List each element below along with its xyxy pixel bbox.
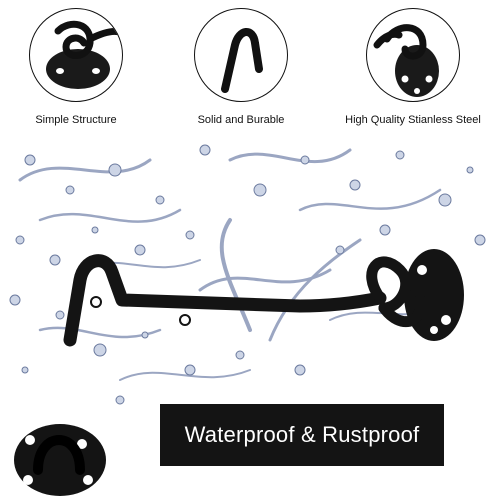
feature-caption: Simple Structure — [35, 114, 117, 126]
feature-image-circle — [366, 8, 460, 102]
water-droplets — [9, 144, 486, 414]
feature-caption: Solid and Burable — [197, 114, 285, 126]
hook-screw-icon — [90, 296, 102, 308]
feature-high-quality-steel: High Quality Stianless Steel — [343, 8, 483, 126]
waterproof-banner: Waterproof & Rustproof — [160, 404, 444, 466]
hook-screw-icon — [179, 314, 191, 326]
feature-simple-structure: Simple Structure — [6, 8, 146, 126]
feature-image-circle — [194, 8, 288, 102]
eye-plate-icon — [46, 20, 122, 89]
eye-plate-bottom-left — [14, 424, 106, 496]
banner-text: Waterproof & Rustproof — [184, 422, 420, 447]
hook-bend-icon — [221, 28, 263, 93]
eye-plate-hook-icon — [373, 24, 439, 97]
hook-bar — [63, 254, 387, 347]
feature-image-circle — [29, 8, 123, 102]
product-splash-image — [9, 144, 486, 496]
feature-caption: High Quality Stianless Steel — [345, 114, 481, 126]
feature-solid-and-durable: Solid and Burable — [171, 8, 311, 126]
eye-plate-right — [366, 249, 464, 341]
